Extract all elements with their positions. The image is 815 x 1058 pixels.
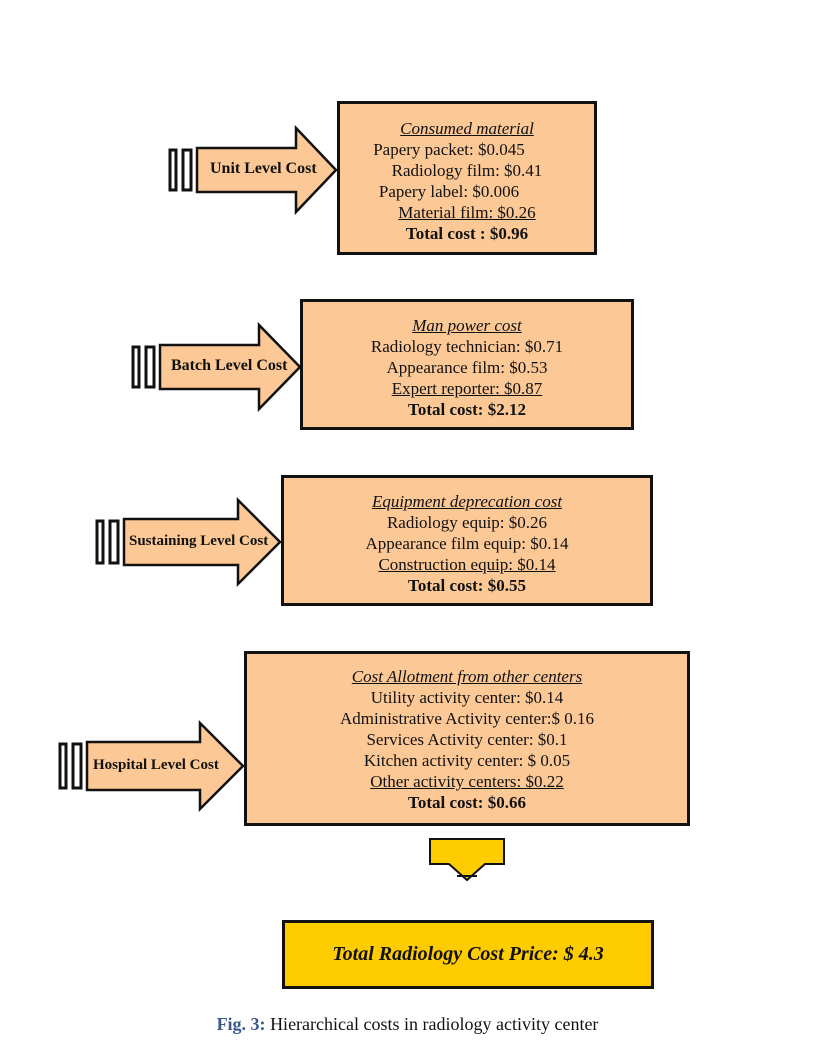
box-total: Total cost: $0.55 (408, 576, 526, 595)
consumed-material-box: Consumed material Papery packet: $0.045 … (337, 101, 597, 255)
unit-level-label: Unit Level Cost (210, 160, 317, 177)
unit-level-arrow (168, 124, 338, 216)
cost-item: Kitchen activity center: $ 0.05 (363, 751, 571, 770)
box-heading: Man power cost (412, 316, 522, 335)
cost-item: Material film: $0.26 (398, 203, 536, 222)
sustaining-level-label: Sustaining Level Cost (129, 533, 269, 549)
box-total: Total cost: $2.12 (408, 400, 526, 419)
cost-item: Papery label: $0.006 (378, 182, 520, 201)
down-arrow (429, 838, 505, 882)
grand-total-text: Total Radiology Cost Price: $ 4.3 (332, 943, 604, 965)
cost-item: Expert reporter: $0.87 (391, 379, 543, 398)
figure-caption: Fig. 3: Hierarchical costs in radiology … (0, 1014, 815, 1035)
grand-total-box: Total Radiology Cost Price: $ 4.3 (282, 920, 654, 989)
box-heading: Consumed material (400, 119, 534, 138)
box-total: Total cost : $0.96 (405, 224, 529, 243)
cost-item: Radiology film: $0.41 (391, 161, 543, 180)
hospital-level-label: Hospital Level Cost (93, 757, 219, 773)
cost-item: Papery packet: $0.045 (373, 140, 525, 159)
cost-item: Administrative Activity center:$ 0.16 (339, 709, 594, 728)
cost-item: Services Activity center: $0.1 (366, 730, 568, 749)
box-heading: Equipment deprecation cost (371, 492, 563, 511)
sustaining-level-arrow (95, 496, 282, 588)
hospital-level-arrow (58, 719, 245, 813)
equipment-deprecation-box: Equipment deprecation cost Radiology equ… (281, 475, 653, 606)
box-heading: Cost Allotment from other centers (351, 667, 583, 686)
cost-item: Utility activity center: $0.14 (370, 688, 564, 707)
cost-item: Other activity centers: $0.22 (370, 772, 564, 791)
cost-item: Radiology equip: $0.26 (386, 513, 548, 532)
batch-level-label: Batch Level Cost (171, 357, 288, 374)
cost-item: Appearance film: $0.53 (386, 358, 548, 377)
cost-item: Radiology technician: $0.71 (370, 337, 564, 356)
man-power-cost-box: Man power cost Radiology technician: $0.… (300, 299, 634, 430)
batch-level-arrow (131, 321, 302, 413)
caption-text: Hierarchical costs in radiology activity… (265, 1014, 599, 1034)
box-total: Total cost: $0.66 (408, 793, 526, 812)
figure-label: Fig. 3: (216, 1014, 266, 1034)
cost-item: Appearance film equip: $0.14 (365, 534, 569, 553)
cost-allotment-box: Cost Allotment from other centers Utilit… (244, 651, 690, 826)
cost-item: Construction equip: $0.14 (378, 555, 556, 574)
